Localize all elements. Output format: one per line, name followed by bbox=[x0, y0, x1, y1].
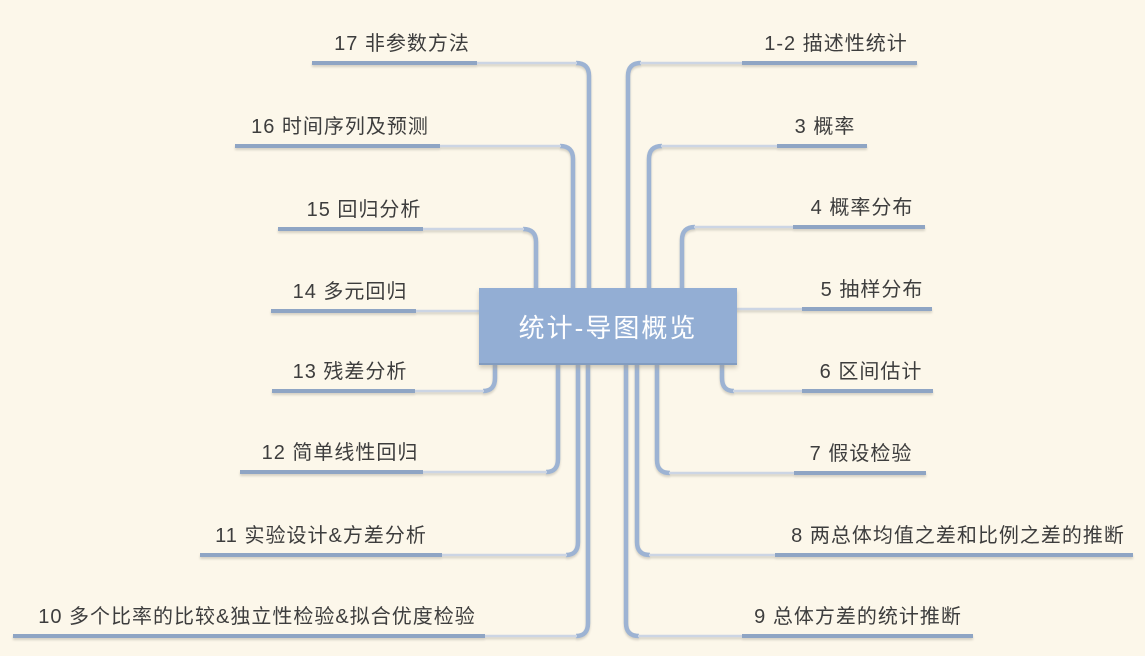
topic-13[interactable]: 13 残差分析 bbox=[292, 361, 408, 383]
connector-topic-7 bbox=[654, 362, 671, 476]
connector-topic-3 bbox=[646, 143, 663, 292]
topic-16[interactable]: 16 时间序列及预测 bbox=[251, 116, 429, 138]
connector-topic-1-2 bbox=[625, 60, 642, 292]
topic-12[interactable]: 12 简单线性回归 bbox=[261, 442, 419, 464]
topic-17[interactable]: 17 非参数方法 bbox=[334, 33, 470, 55]
topic-5[interactable]: 5 抽样分布 bbox=[820, 279, 924, 301]
topic-1-2[interactable]: 1-2 描述性统计 bbox=[764, 33, 908, 55]
connector-topic-4 bbox=[679, 224, 696, 292]
root-topic[interactable]: 统计-导图概览 bbox=[479, 288, 737, 365]
topic-9[interactable]: 9 总体方差的统计推断 bbox=[754, 606, 962, 628]
topic-7[interactable]: 7 假设检验 bbox=[809, 443, 913, 465]
topic-6[interactable]: 6 区间估计 bbox=[819, 361, 923, 383]
topic-4[interactable]: 4 概率分布 bbox=[810, 197, 914, 219]
topic-11[interactable]: 11 实验设计&方差分析 bbox=[215, 525, 427, 547]
connector-topic-12 bbox=[545, 362, 561, 475]
connector-topic-17 bbox=[575, 60, 592, 292]
topic-8[interactable]: 8 两总体均值之差和比例之差的推断 bbox=[791, 525, 1125, 547]
connector-topic-8 bbox=[634, 362, 651, 558]
connector-topic-10 bbox=[575, 362, 591, 639]
topic-3[interactable]: 3 概率 bbox=[794, 116, 856, 138]
connector-topic-16 bbox=[559, 143, 576, 292]
connector-topic-15 bbox=[522, 226, 539, 292]
connector-topic-6 bbox=[719, 362, 735, 394]
connector-topic-13 bbox=[482, 362, 498, 394]
connector-topic-11 bbox=[565, 362, 581, 558]
topic-15[interactable]: 15 回归分析 bbox=[306, 199, 422, 221]
connector-topic-9 bbox=[623, 362, 640, 639]
topic-14[interactable]: 14 多元回归 bbox=[292, 281, 408, 303]
topic-10[interactable]: 10 多个比率的比较&独立性检验&拟合优度检验 bbox=[38, 606, 476, 628]
